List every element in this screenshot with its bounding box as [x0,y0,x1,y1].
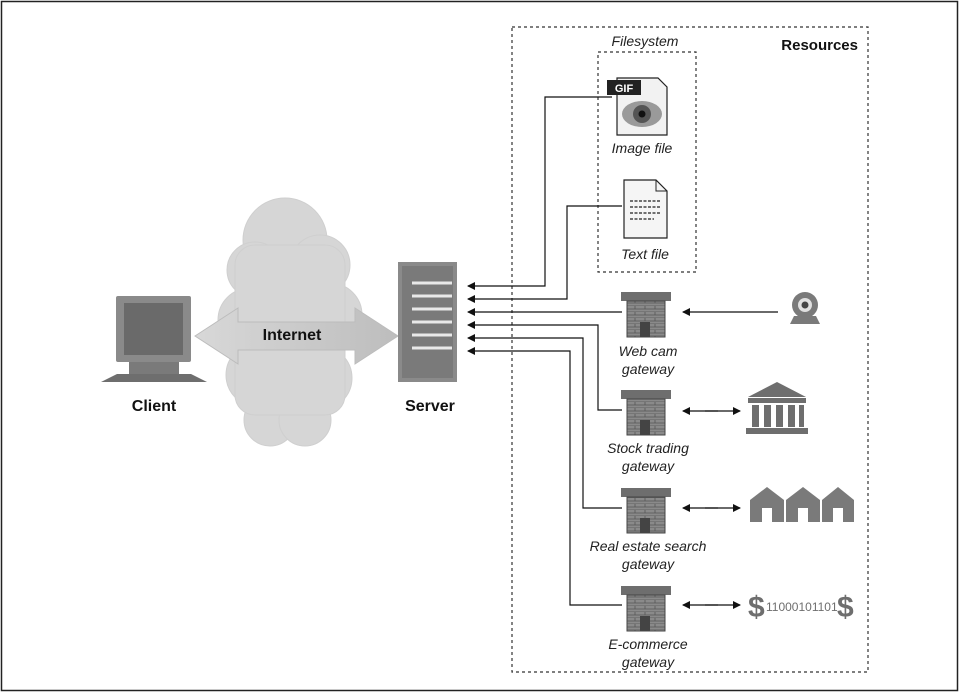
stock-gateway-icon [621,390,671,436]
ecommerce-data-icon: $ 11000101101 $ [748,591,854,624]
ecommerce-gateway-label-line1: E-commerce [608,636,688,652]
stock-gateway-label-line1: Stock trading [607,440,689,456]
text-file-icon [623,179,668,239]
realestate-gateway-label-line1: Real estate search [590,538,707,554]
bank-icon [746,382,808,434]
dollar-sign-right: $ [837,591,854,624]
houses-icon [750,487,854,522]
image-file-label: Image file [612,140,673,156]
realestate-gateway-icon [621,488,671,534]
resources-label: Resources [781,37,858,54]
internet-label: Internet [263,327,322,344]
gif-tag-label: GIF [615,83,634,95]
realestate-gateway-label-line2: gateway [622,556,675,572]
image-file-icon: GIF [607,77,668,136]
resource-arrows [682,308,778,609]
filesystem-box [597,51,697,273]
webcam-gateway-label-line1: Web cam [619,343,678,359]
server-icon [398,262,457,382]
resources-box [511,26,869,673]
webcam-gateway-label-line2: gateway [622,361,675,377]
ecommerce-gateway-icon [621,586,671,632]
binary-label: 11000101101 [766,600,838,614]
server-label: Server [405,398,455,415]
client-computer-icon [101,296,207,382]
webcam-icon [790,292,820,324]
text-file-label: Text file [621,246,669,262]
ecommerce-gateway-label-line2: gateway [622,654,675,670]
filesystem-label: Filesystem [612,33,679,49]
webcam-gateway-icon [621,292,671,338]
stock-gateway-label-line2: gateway [622,458,675,474]
dollar-sign-left: $ [748,591,765,624]
client-label: Client [132,398,177,415]
connector-lines [467,96,622,606]
